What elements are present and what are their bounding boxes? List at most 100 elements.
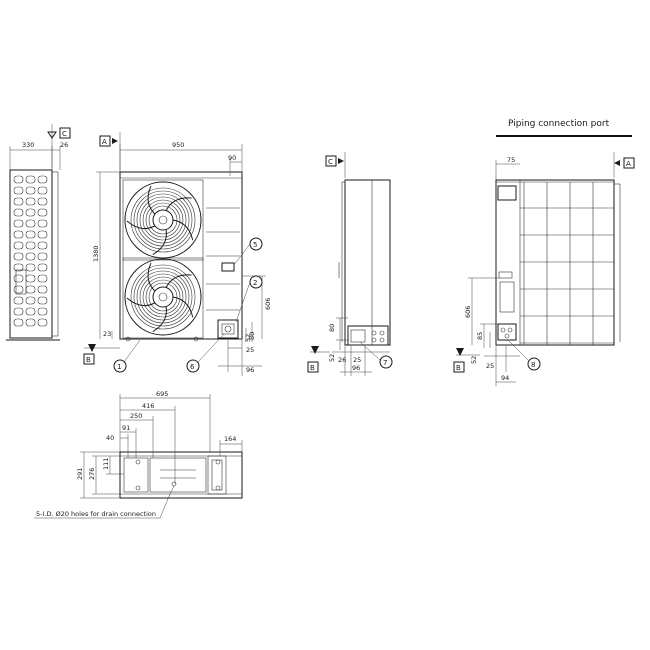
dim-1380: 1380 <box>92 245 100 262</box>
grill-slot <box>25 263 36 272</box>
dim-52-front: 52 <box>244 334 252 342</box>
grill-slot <box>37 208 48 217</box>
dim-26-rside: 26 <box>338 356 346 364</box>
grille-ring <box>139 273 187 321</box>
dim-25-rear: 25 <box>486 362 494 370</box>
grill-slot <box>13 175 24 184</box>
dim-52-side: 52 <box>328 354 336 362</box>
dim-291: 291 <box>76 468 84 480</box>
grille-ring <box>142 199 184 241</box>
fan-blade <box>172 219 194 241</box>
front-view: 950 90 1380 23 606 80 52 25 96 A B <box>83 132 272 376</box>
grill-slot <box>13 252 24 261</box>
grille-ring <box>139 196 187 244</box>
grill-slot <box>13 219 24 228</box>
grill-slot <box>13 241 24 250</box>
grill-slot <box>25 318 36 327</box>
grill-slot <box>25 175 36 184</box>
ref-a-rear: A <box>626 160 631 168</box>
bottom-view: 695 416 250 91 40 164 291 276 111 5-I.D.… <box>34 390 243 519</box>
grille-ring <box>148 282 178 312</box>
callout-6: 6 <box>190 363 195 371</box>
grill-slot <box>37 263 48 272</box>
grill-slot <box>13 307 24 316</box>
dim-91: 91 <box>122 424 130 432</box>
grill-slot <box>25 197 36 206</box>
grille-ring <box>145 279 181 315</box>
grill-slot <box>13 186 24 195</box>
dim-26-side: 26 <box>60 141 68 149</box>
fan-blade <box>147 185 156 215</box>
rear-coil-grid <box>520 182 614 345</box>
ref-c-left: C <box>62 130 67 138</box>
dim-90-front: 90 <box>228 154 236 162</box>
ref-b-front: B <box>86 356 91 364</box>
fan-blade <box>152 229 167 255</box>
dim-164: 164 <box>224 435 236 443</box>
callout-2: 2 <box>253 279 257 287</box>
dim-85: 85 <box>476 332 484 340</box>
grill-slot <box>13 274 24 283</box>
grill-slot <box>13 208 24 217</box>
drain-holes-note: 5-I.D. Ø20 holes for drain connection <box>36 510 156 518</box>
grill-slot <box>25 219 36 228</box>
grill-slot <box>13 230 24 239</box>
dim-52-rear: 52 <box>470 356 478 364</box>
dim-96-front: 96 <box>246 366 254 374</box>
dim-606-front: 606 <box>264 298 272 310</box>
grill-slot <box>13 263 24 272</box>
grill-slot <box>25 285 36 294</box>
ref-b-rear: B <box>456 364 461 372</box>
right-side-view: 80 52 26 25 96 C B 7 <box>307 152 393 376</box>
dim-94: 94 <box>501 374 509 382</box>
grill-slot <box>13 197 24 206</box>
fan-blade <box>147 262 156 292</box>
grill-slot <box>37 307 48 316</box>
grill-slot <box>37 285 48 294</box>
dim-40: 40 <box>106 434 114 442</box>
grill-slot <box>13 285 24 294</box>
piping-port-title: Piping connection port <box>508 119 610 129</box>
grille-ring <box>148 205 178 235</box>
grill-slot <box>37 274 48 283</box>
grill-slot <box>25 208 36 217</box>
fan-blade <box>165 197 192 211</box>
ref-c-right: C <box>328 158 333 166</box>
dim-416: 416 <box>142 402 154 410</box>
dim-25-front: 25 <box>246 346 254 354</box>
dim-75: 75 <box>507 156 515 164</box>
grill-slot <box>25 241 36 250</box>
fan-blade <box>172 296 194 318</box>
grill-slot <box>37 296 48 305</box>
dim-96-side: 96 <box>352 364 360 372</box>
dim-25-side: 25 <box>353 356 361 364</box>
fan-blade <box>165 274 192 288</box>
rear-view: 75 606 85 52 25 94 A B 8 <box>453 152 635 386</box>
dim-80-front: 80 <box>248 332 256 340</box>
side-grill-slots <box>13 175 48 327</box>
grill-slot <box>37 197 48 206</box>
grille-ring <box>133 267 193 327</box>
grill-slot <box>37 219 48 228</box>
dim-80-side: 80 <box>328 324 336 332</box>
grill-slot <box>25 252 36 261</box>
dim-276: 276 <box>88 468 96 480</box>
fan-blade <box>126 297 156 307</box>
grill-slot <box>25 296 36 305</box>
grill-slot <box>25 307 36 316</box>
fan-bottom-grille <box>126 262 194 332</box>
dim-250: 250 <box>130 412 142 420</box>
grille-ring <box>136 270 190 324</box>
grille-ring <box>136 193 190 247</box>
grill-slot <box>25 230 36 239</box>
grille-ring <box>145 202 181 238</box>
grill-slot <box>25 186 36 195</box>
grill-slot <box>37 230 48 239</box>
callout-7: 7 <box>383 359 387 367</box>
grill-slot <box>37 186 48 195</box>
left-side-view: 330 26 C <box>6 124 71 341</box>
grill-slot <box>37 252 48 261</box>
fan-top-grille <box>126 185 194 255</box>
grill-slot <box>25 274 36 283</box>
dim-330: 330 <box>22 141 34 149</box>
